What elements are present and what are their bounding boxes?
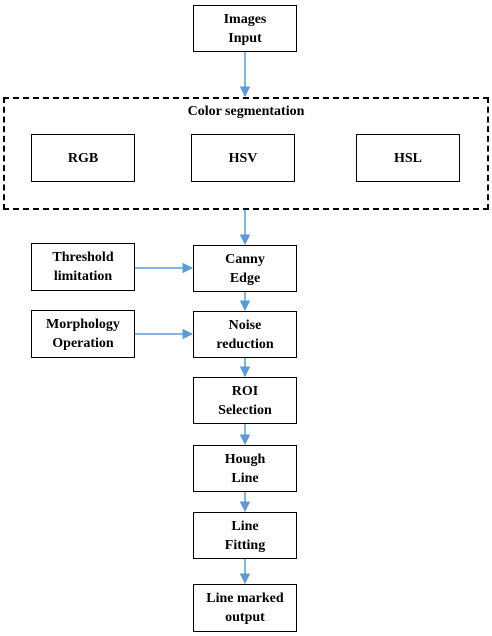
noise-reduction-node: Noise reduction: [193, 311, 297, 358]
line-marked-output-node: Line marked output: [193, 584, 297, 632]
threshold-limitation-node: Threshold limitation: [31, 243, 135, 291]
morphology-operation-node: Morphology Operation: [31, 310, 135, 358]
rgb-node: RGB: [31, 134, 135, 182]
line-fitting-node: Line Fitting: [193, 512, 297, 559]
roi-selection-node: ROI Selection: [193, 377, 297, 424]
hsl-node: HSL: [356, 134, 460, 182]
color-segmentation-group: [3, 97, 489, 210]
hsv-node: HSV: [191, 134, 295, 182]
images-input-node: Images Input: [193, 5, 297, 52]
hough-line-node: Hough Line: [193, 445, 297, 492]
canny-edge-node: Canny Edge: [193, 245, 297, 292]
color-segmentation-title: Color segmentation: [187, 104, 305, 119]
